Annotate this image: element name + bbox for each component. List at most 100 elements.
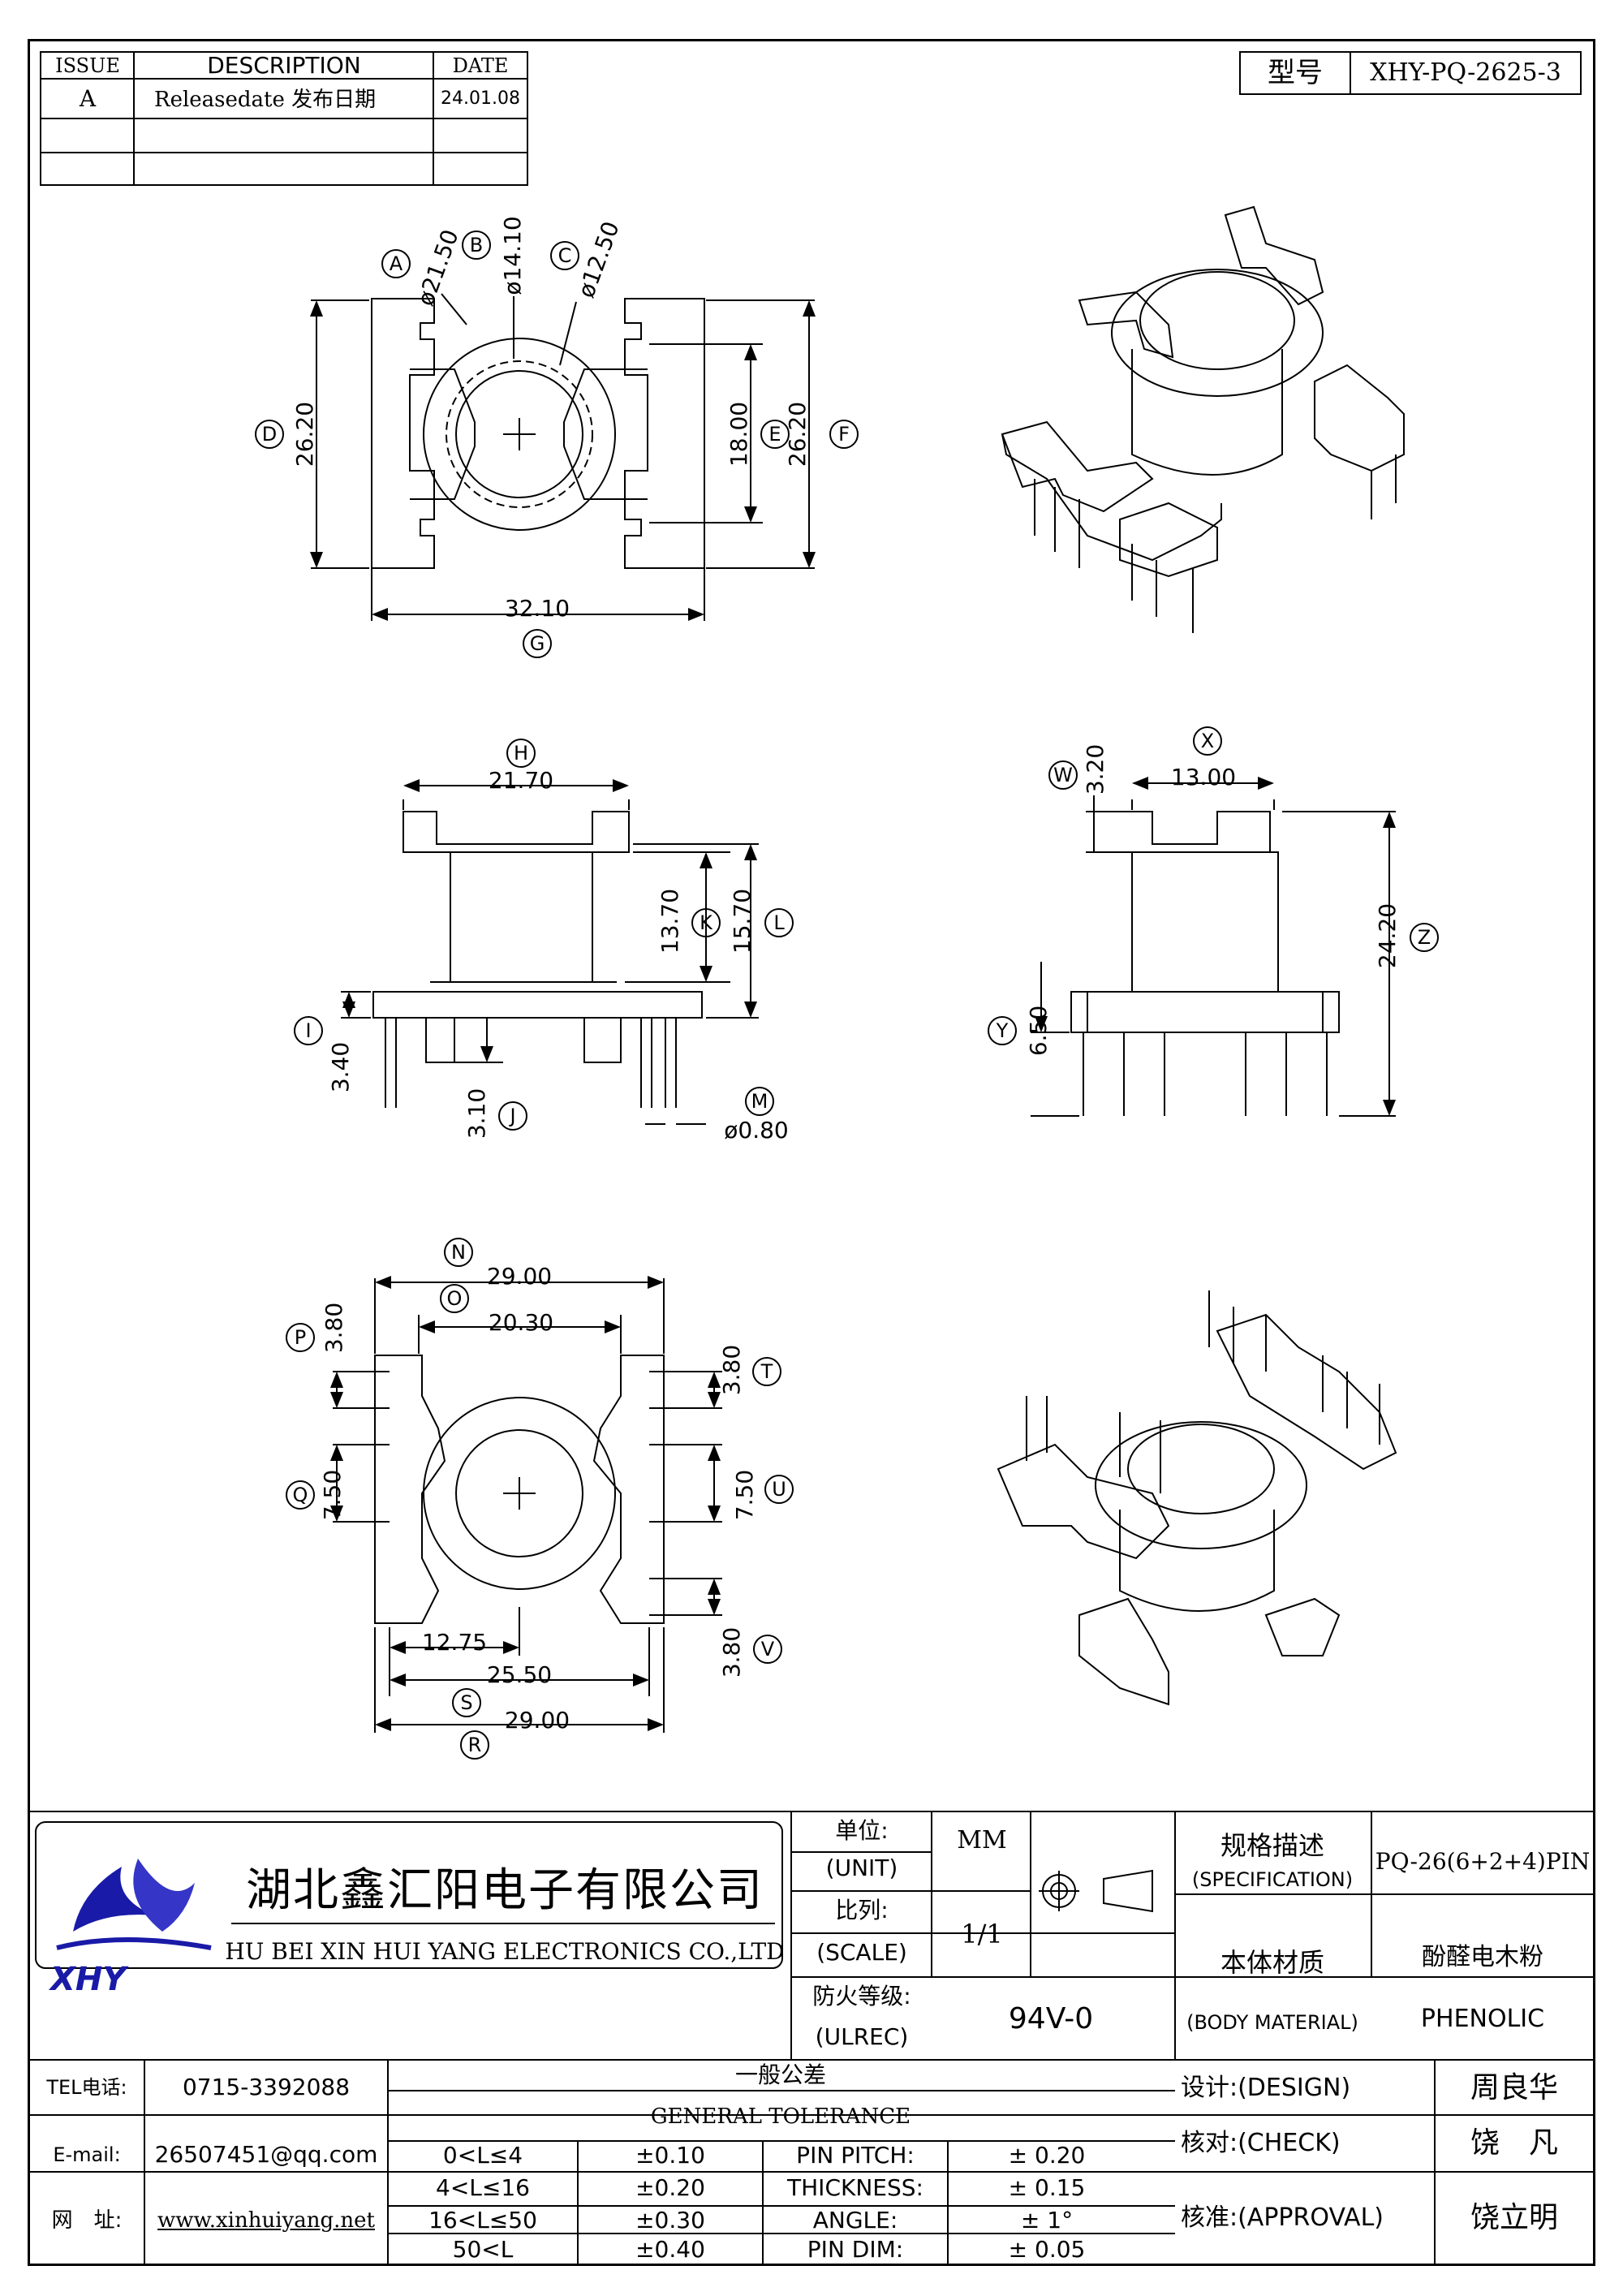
front-view	[341, 779, 759, 1125]
dim-u: 7.50	[731, 1469, 758, 1521]
tol-range-1: 0<L≤4	[442, 2142, 523, 2169]
label-circle-l: L	[764, 908, 794, 937]
ulrec-label-cn: 防火等级:	[812, 1983, 911, 2010]
dim-z: 24.20	[1374, 902, 1401, 969]
unit-value: MM	[957, 1826, 1007, 1854]
design-value: 周良华	[1470, 2071, 1559, 2104]
dim-e: 18.00	[725, 401, 752, 467]
title-block-lines	[29, 1811, 1594, 2264]
web-link[interactable]: www.xinhuiyang.net	[157, 2208, 375, 2233]
top-view	[310, 293, 816, 621]
rev-description-cell: Releasedate 发布日期	[154, 88, 377, 112]
tol-itemval-4: ± 0.05	[1008, 2236, 1086, 2263]
logo-wordmark: XHY	[48, 1961, 129, 1998]
dim-b: ø14.10	[499, 216, 526, 295]
dim-r2: 12.75	[421, 1629, 488, 1656]
ulrec-value: 94V-0	[1008, 2002, 1094, 2035]
label-circle-r: S	[452, 1688, 481, 1717]
dim-w: 3.20	[1082, 743, 1109, 795]
label-circle-h: H	[506, 739, 536, 768]
label-circle-v: V	[753, 1635, 782, 1664]
bottom-view	[330, 1276, 722, 1733]
dim-o: 20.30	[488, 1309, 554, 1336]
tol-value-1: ±0.10	[635, 2142, 705, 2169]
scale-label-en: (SCALE)	[816, 1939, 907, 1966]
iso-view-bottom	[997, 1290, 1397, 1706]
dim-m: ø0.80	[724, 1117, 789, 1144]
rev-header-description: DESCRIPTION	[207, 52, 361, 79]
material-value-en: PHENOLIC	[1420, 2005, 1545, 2033]
email-value: 26507451@qq.com	[154, 2141, 378, 2168]
model-label: 型号	[1268, 57, 1323, 89]
web-label: 网 址:	[51, 2208, 123, 2233]
dim-y: 6.50	[1025, 1005, 1052, 1057]
scale-value: 1/1	[961, 1919, 1003, 1949]
tol-range-4: 50<L	[452, 2236, 514, 2263]
label-circle-j: J	[498, 1101, 527, 1131]
company-name-cn: 湖北鑫汇阳电子有限公司	[246, 1864, 764, 1917]
model-box-lines	[1239, 51, 1582, 95]
dim-x: 13.00	[1170, 764, 1237, 790]
tolerance-title-cn: 一般公差	[734, 2061, 827, 2088]
dim-l: 15.70	[729, 888, 756, 954]
dim-k: 13.70	[657, 888, 683, 954]
label-circle-q: Q	[286, 1480, 315, 1510]
tol-itemval-2: ± 0.15	[1008, 2174, 1086, 2201]
check-value: 饶 凡	[1470, 2126, 1559, 2160]
label-circle-y: Y	[988, 1016, 1017, 1045]
material-label-cn: 本体材质	[1220, 1947, 1325, 1978]
label-circle-z: Z	[1410, 923, 1439, 952]
spec-value: PQ-26(6+2+4)PIN	[1375, 1848, 1591, 1875]
tol-item-3: ANGLE:	[812, 2207, 898, 2234]
material-label-en: (BODY MATERIAL)	[1186, 2011, 1358, 2034]
spec-label-en: (SPECIFICATION)	[1191, 1868, 1354, 1891]
dim-d: 26.20	[291, 401, 318, 467]
material-value-cn: 酚醛电木粉	[1422, 1943, 1543, 1971]
tol-item-1: PIN PITCH:	[796, 2142, 915, 2169]
dim-h: 21.70	[488, 767, 554, 794]
tel-label: TEL电话:	[46, 2076, 127, 2099]
tol-item-4: PIN DIM:	[807, 2236, 904, 2263]
approval-label: 核准:(APPROVAL)	[1181, 2203, 1384, 2232]
label-circle-t: T	[752, 1357, 781, 1386]
tol-itemval-3: ± 1°	[1020, 2207, 1074, 2234]
rev-header-date: DATE	[452, 54, 509, 77]
dim-t: 3.80	[718, 1344, 745, 1396]
rev-date-cell: 24.01.08	[441, 88, 520, 109]
dim-n: 29.00	[486, 1263, 553, 1290]
label-circle-k: K	[691, 908, 721, 937]
label-circle-a: A	[381, 249, 411, 278]
tol-range-2: 4<L≤16	[436, 2174, 530, 2201]
drawing-sheet	[28, 39, 1595, 2266]
dim-i: 3.40	[327, 1041, 354, 1093]
label-circle-p: P	[286, 1323, 315, 1352]
dim-g: 32.10	[504, 595, 570, 622]
label-circle-s: R	[460, 1730, 489, 1760]
rev-issue-cell: A	[79, 85, 97, 112]
unit-label-en: (UNIT)	[825, 1854, 898, 1881]
email-label: E-mail:	[53, 2143, 121, 2166]
design-label: 设计:(DESIGN)	[1181, 2074, 1351, 2102]
label-circle-e: E	[760, 420, 790, 449]
company-logo-graphic: XHY	[48, 1859, 212, 1998]
label-circle-b: B	[462, 230, 491, 260]
spec-label-cn: 规格描述	[1220, 1830, 1325, 1861]
tolerance-title-en: GENERAL TOLERANCE	[650, 2104, 911, 2129]
tol-value-3: ±0.30	[635, 2207, 705, 2234]
dim-f: 26.20	[784, 401, 811, 467]
dim-v: 3.80	[718, 1626, 745, 1678]
label-circle-o: O	[440, 1284, 469, 1313]
ulrec-label-en: (ULREC)	[815, 2023, 909, 2050]
scale-label-cn: 比列:	[835, 1897, 889, 1923]
label-circle-m: M	[745, 1087, 774, 1116]
label-circle-i: I	[294, 1016, 323, 1045]
revision-table-lines	[40, 51, 528, 186]
dim-j: 3.10	[463, 1088, 490, 1139]
rev-header-issue: ISSUE	[55, 54, 120, 77]
tol-item-2: THICKNESS:	[787, 2174, 923, 2201]
side-view	[1031, 777, 1396, 1117]
tel-value: 0715-3392088	[182, 2074, 351, 2100]
label-circle-n: N	[444, 1238, 473, 1267]
dim-q: 7.50	[319, 1469, 346, 1521]
dim-p: 3.80	[321, 1302, 347, 1354]
